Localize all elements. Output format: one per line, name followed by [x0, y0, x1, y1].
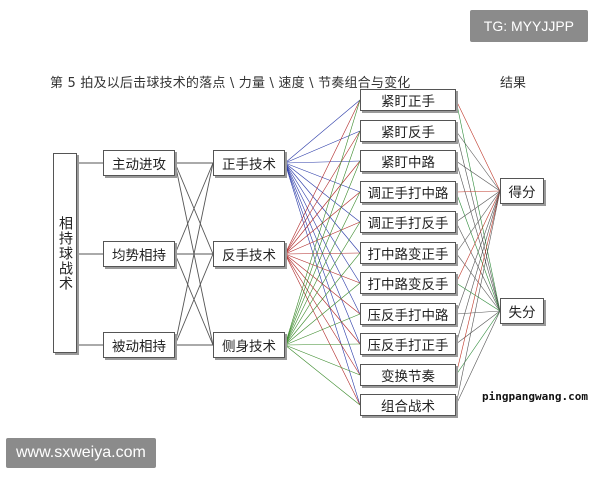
technique-box-1: 反手技术: [213, 241, 285, 267]
connector-line: [284, 344, 361, 406]
connector-line: [455, 191, 501, 312]
connector-line: [455, 190, 501, 223]
connector-line: [284, 160, 361, 164]
tactic-box-4: 调正手打反手: [360, 211, 456, 233]
technique-box-2: 侧身技术: [213, 332, 285, 358]
connector-line: [284, 160, 361, 255]
tactic-box-2: 紧盯中路: [360, 150, 456, 172]
tactic-label: 组合战术: [381, 399, 435, 415]
connector-line: [455, 190, 501, 254]
technique-box-0: 正手技术: [213, 150, 285, 176]
tactic-box-5: 打中路变正手: [360, 242, 456, 264]
connector-line: [455, 310, 501, 345]
connector-line: [455, 310, 501, 376]
connector-line: [455, 190, 501, 315]
outcome-label: 失分: [508, 305, 536, 321]
connector-line: [284, 160, 361, 346]
tactic-box-9: 变换节奏: [360, 364, 456, 386]
tg-watermark: TG: MYYJJPP: [469, 10, 588, 42]
tactic-box-7: 压反手打中路: [360, 303, 456, 325]
tactic-label: 打中路变正手: [367, 247, 449, 263]
diagram-title: 第 5 拍及以后击球技术的落点 \ 力量 \ 速度 \ 节奏组合与变化: [50, 76, 411, 91]
technique-label: 正手技术: [222, 157, 276, 173]
tactic-label: 压反手打中路: [367, 308, 449, 324]
connector-line: [284, 344, 361, 376]
connector-line: [174, 162, 214, 346]
tactic-label: 调正手打反手: [367, 216, 449, 232]
tactic-label: 紧盯反手: [381, 125, 435, 141]
connector-line: [455, 99, 501, 192]
connector-line: [284, 221, 361, 346]
connector-line: [174, 253, 214, 346]
outcome-box-0: 得分: [500, 178, 544, 204]
connector-line: [284, 313, 361, 346]
tactic-box-0: 紧盯正手: [360, 89, 456, 111]
connector-line: [455, 160, 501, 192]
connector-line: [284, 191, 361, 346]
connector-line: [455, 310, 501, 315]
connector-line: [174, 162, 214, 255]
technique-label: 侧身技术: [222, 339, 276, 355]
connector-line: [284, 253, 361, 376]
connector-line: [455, 130, 501, 312]
connector-line: [455, 160, 501, 312]
phase-label: 均势相持: [112, 248, 166, 264]
phase-box-2: 被动相持: [103, 332, 175, 358]
connector-line: [455, 190, 501, 193]
tactic-box-6: 打中路变反手: [360, 272, 456, 294]
connector-line: [455, 190, 501, 406]
tactic-label: 紧盯中路: [381, 155, 435, 171]
connector-line: [284, 99, 361, 346]
phase-box-1: 均势相持: [103, 241, 175, 267]
root-label: 相持球战术: [57, 215, 73, 291]
tactic-box-1: 紧盯反手: [360, 120, 456, 142]
connector-line: [455, 310, 501, 406]
result-label: 结果: [500, 76, 527, 91]
connector-line: [284, 162, 361, 254]
connector-line: [455, 99, 501, 312]
tactic-label: 压反手打正手: [367, 338, 449, 354]
outcome-label: 得分: [508, 185, 536, 201]
connector-line: [455, 190, 501, 345]
phase-label: 被动相持: [112, 339, 166, 355]
connector-line: [284, 252, 361, 346]
connector-line: [455, 190, 501, 376]
tactic-box-10: 组合战术: [360, 394, 456, 416]
outcome-box-1: 失分: [500, 298, 544, 324]
phase-label: 主动进攻: [112, 157, 166, 173]
tactic-label: 紧盯正手: [381, 94, 435, 110]
pingpang-watermark: pingpangwang.com: [482, 390, 588, 403]
connector-line: [284, 130, 361, 164]
connector-line: [284, 130, 361, 346]
connector-line: [284, 99, 361, 164]
connector-line: [284, 130, 361, 255]
technique-label: 反手技术: [222, 248, 276, 264]
connector-line: [284, 99, 361, 255]
tactic-label: 打中路变反手: [367, 277, 449, 293]
connector-line: [284, 343, 361, 346]
root-box: 相持球战术: [53, 153, 77, 353]
tactic-box-3: 调正手打中路: [360, 181, 456, 203]
phase-box-0: 主动进攻: [103, 150, 175, 176]
tactic-label: 调正手打中路: [367, 186, 449, 202]
tactic-label: 变换节奏: [381, 369, 435, 385]
tactic-box-8: 压反手打正手: [360, 333, 456, 355]
site-watermark: www.sxweiya.com: [6, 438, 156, 468]
connector-line: [284, 282, 361, 346]
connector-line: [455, 190, 501, 284]
connector-line: [455, 130, 501, 192]
